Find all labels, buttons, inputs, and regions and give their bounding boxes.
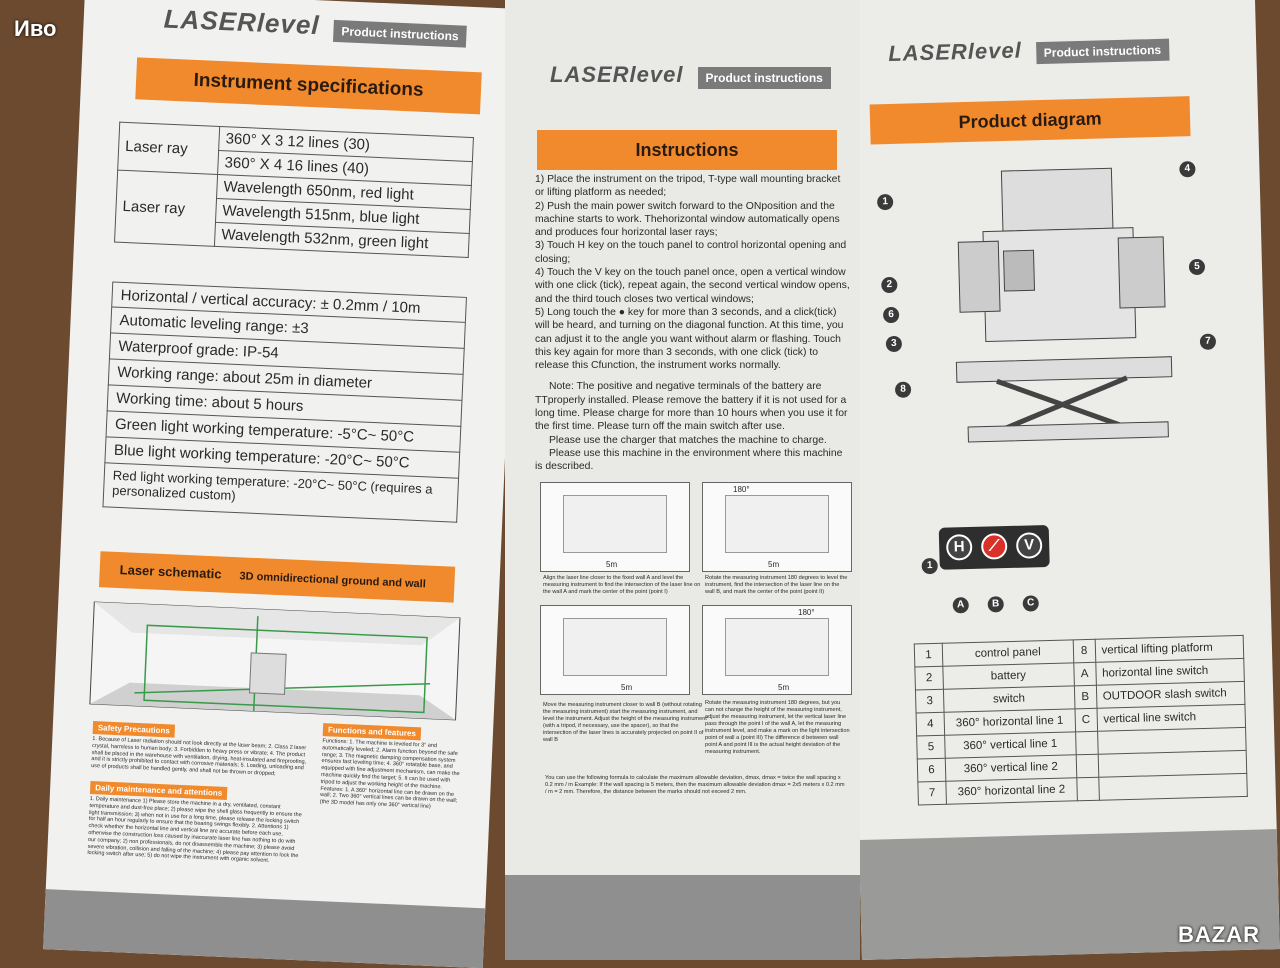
callout: 1: [921, 557, 938, 575]
maintenance-text: 1. Daily maintenance 1) Please store the…: [87, 795, 302, 865]
logo-subtitle: Product instructions: [1035, 38, 1170, 65]
logo-text: LASERlevel: [550, 62, 684, 87]
safety-text: 1. Because of Laser radiation should not…: [91, 736, 307, 778]
callout: 5: [1188, 258, 1206, 276]
parts-cell: B: [1073, 685, 1097, 709]
figure-1: 5m: [540, 482, 690, 572]
figure-2: 180° 5m: [702, 482, 852, 572]
diagram-title: Product diagram: [869, 96, 1191, 145]
callout: 4: [1179, 161, 1196, 178]
figure-distance: 5m: [621, 683, 633, 692]
callout: 7: [1199, 333, 1217, 350]
watermark-site: BAZAR: [1178, 922, 1260, 947]
params-list: Horizontal / vertical accuracy: ± 0.2mm …: [102, 281, 467, 523]
key-letter: C: [1022, 595, 1039, 612]
figure-angle: 180°: [798, 608, 815, 617]
parts-cell: switch: [943, 685, 1075, 713]
spec-label: Laser ray: [114, 170, 218, 247]
schematic-bar: Laser schematic 3D omnidirectional groun…: [98, 551, 456, 616]
figure-caption: Align the laser line closer to the fixed…: [543, 575, 701, 595]
instructions-title: Instructions: [537, 130, 837, 170]
parts-cell: [1075, 754, 1099, 778]
parts-cell: 3: [915, 689, 945, 714]
parts-cell: 360° vertical line 2: [945, 754, 1077, 782]
logo-subtitle: Product instructions: [697, 67, 831, 89]
parts-cell: 360° horizontal line 1: [944, 708, 1076, 736]
figure-caption: Move the measuring instrument closer to …: [543, 702, 707, 743]
parts-cell: 360° vertical line 1: [944, 731, 1076, 759]
step: 2) Push the main power switch forward to…: [535, 200, 840, 239]
safety-title: Safety Precautions: [92, 721, 176, 738]
parts-cell: [1098, 773, 1248, 801]
parts-cell: control panel: [942, 639, 1074, 667]
left-panel: LASERlevel Product instructions Instrumen…: [43, 0, 525, 968]
callout: 1: [876, 193, 894, 211]
logo-subtitle: Product instructions: [332, 19, 468, 48]
logo-text: LASERlevel: [887, 37, 1023, 66]
watermark-user: Иво: [14, 16, 57, 41]
bottom-band: [505, 875, 860, 960]
parts-cell: 4: [916, 712, 945, 736]
instruction-steps: 1) Place the instrument on the tripod, T…: [535, 173, 850, 474]
laser-schematic-image: [89, 601, 461, 721]
specs-title: Instrument specifications: [135, 57, 482, 115]
brand-logo: LASERlevel Product instructions: [163, 3, 468, 48]
figure-caption: Rotate the measuring instrument 180 degr…: [705, 700, 850, 755]
parts-cell: C: [1074, 708, 1098, 732]
callout: 2: [881, 276, 898, 294]
right-panel: LASERlevel Product instructions Product d…: [836, 0, 1280, 960]
key-letter: B: [987, 596, 1004, 613]
brand-logo: LASERlevel Product instructions: [887, 34, 1170, 67]
parts-cell: [1075, 731, 1098, 755]
parts-cell: 6: [917, 758, 946, 782]
bottom-band: [43, 889, 486, 968]
parts-cell: battery: [942, 662, 1074, 690]
parts-cell: 2: [914, 666, 944, 691]
note: Please use this machine in the environme…: [535, 447, 843, 473]
parts-cell: 7: [917, 781, 947, 805]
step: 4) Touch the V key on the touch panel on…: [535, 267, 850, 305]
parts-cell: 5: [916, 735, 946, 759]
figure-3: 5m: [540, 605, 690, 695]
key-letter: A: [952, 597, 969, 614]
figure-angle: 180°: [733, 485, 750, 494]
parts-cell: 1: [914, 643, 943, 668]
parts-cell: A: [1073, 662, 1096, 686]
middle-panel: LASERlevel Product instructions Instructi…: [505, 0, 860, 960]
figure-caption: Rotate the measuring instrument 180 degr…: [705, 575, 848, 595]
logo-text: LASERlevel: [163, 3, 321, 41]
parts-cell: [1076, 777, 1099, 801]
figure-4: 180° 5m: [702, 605, 852, 695]
note: Please use the charger that matches the …: [549, 434, 827, 446]
callout: 3: [885, 335, 903, 353]
spec-label: Laser ray: [117, 122, 220, 175]
functions-text: Functions: 1. The machine is leveled for…: [319, 738, 460, 811]
callout: 8: [894, 381, 912, 398]
callout: 6: [882, 306, 900, 324]
figure-distance: 5m: [768, 560, 780, 569]
product-diagram-image: [955, 167, 1173, 443]
step: 3) Touch H key on the touch panel to con…: [535, 240, 847, 265]
figure-distance: 5m: [778, 683, 790, 692]
step: 5) Long touch the ● key for more than 3 …: [535, 306, 844, 372]
brand-logo: LASERlevel Product instructions: [550, 62, 831, 89]
schematic-label: Laser schematic: [119, 562, 222, 582]
formula-text: You can use the following formula to cal…: [545, 775, 845, 795]
parts-cell: 360° horizontal line 2: [945, 777, 1078, 805]
note: Note: The positive and negative terminal…: [535, 381, 848, 433]
figure-distance: 5m: [606, 560, 618, 569]
parts-cell: 8: [1072, 639, 1096, 663]
step: 1) Place the instrument on the tripod, T…: [535, 174, 841, 199]
